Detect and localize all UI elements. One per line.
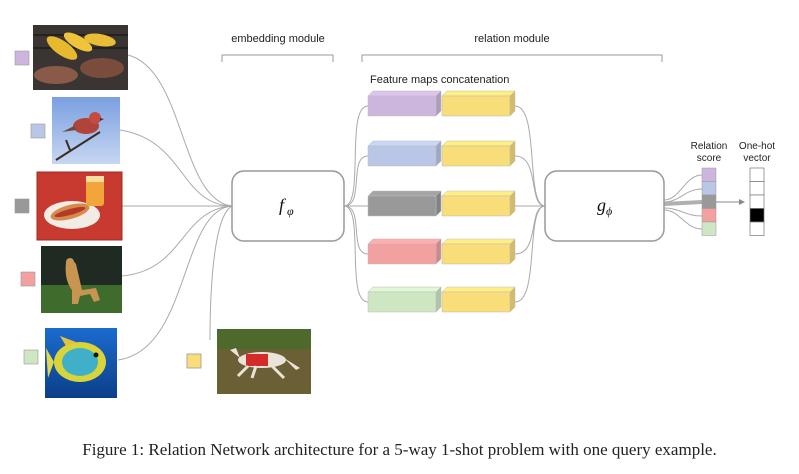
f-phi-subscript: φ: [287, 204, 294, 218]
query-feature-map-5: [441, 286, 516, 313]
dog-image: [41, 246, 122, 313]
class-swatch-5: [23, 349, 39, 365]
relation-score-cell-3: [701, 194, 717, 209]
class-swatch-2: [30, 123, 46, 139]
relation-score-column: [701, 167, 717, 236]
one-hot-vector: [749, 167, 765, 236]
relation-bracket: [361, 54, 663, 62]
embedding-module-box: [231, 170, 345, 242]
one-hot-cell-3: [749, 194, 765, 209]
one-hot-label-line2: vector: [743, 153, 771, 164]
grilled-corn-image: [33, 25, 128, 90]
fish-image: [45, 328, 117, 398]
feature-maps-label: Feature maps concatenation: [370, 74, 509, 86]
relation-score-label-line2: score: [697, 153, 722, 164]
class-swatch-3: [14, 198, 30, 214]
embedding-module-label: embedding module: [231, 33, 325, 45]
hotdog-image: [36, 171, 123, 241]
relation-score-cell-2: [701, 181, 717, 196]
relation-score-cell-1: [701, 167, 717, 182]
one-hot-cell-4: [749, 208, 765, 223]
query-feature-map-4: [441, 238, 516, 265]
g-phi-symbol: g: [597, 195, 606, 215]
figure-caption: Figure 1: Relation Network architecture …: [82, 440, 717, 459]
relation-module-box: [544, 170, 665, 242]
embedding-to-features-connectors: [343, 105, 369, 303]
class-swatch-4: [20, 271, 36, 287]
one-hot-cell-2: [749, 181, 765, 196]
one-hot-cell-5: [749, 221, 765, 236]
support-feature-map-2: [367, 140, 442, 167]
g-phi-subscript: ϕ: [606, 204, 612, 218]
support-feature-map-5: [367, 286, 442, 313]
relation-to-score-connectors: [663, 174, 745, 230]
query-dog-image: [217, 329, 311, 394]
class-swatches: [14, 50, 46, 365]
bird-image: [52, 97, 120, 164]
class-swatch-1: [14, 50, 30, 66]
one-hot-label-line1: One-hot: [739, 141, 775, 152]
one-hot-cell-1: [749, 167, 765, 182]
query-feature-map-1: [441, 90, 516, 117]
relation-module-label: relation module: [474, 33, 549, 45]
image-to-embedding-connectors: [117, 54, 233, 361]
relation-score-cell-5: [701, 221, 717, 236]
query-feature-map-3: [441, 190, 516, 217]
query-swatch: [186, 353, 202, 369]
relation-score-label-line1: Relation: [691, 141, 728, 152]
feature-map-pairs: [367, 90, 516, 313]
features-to-relation-connectors: [514, 105, 546, 303]
support-feature-map-4: [367, 238, 442, 265]
embedding-bracket: [221, 54, 334, 62]
relation-score-cell-4: [701, 208, 717, 223]
support-feature-map-1: [367, 90, 442, 117]
support-feature-map-3: [367, 190, 442, 217]
query-feature-map-2: [441, 140, 516, 167]
f-phi-symbol: f: [279, 195, 287, 215]
